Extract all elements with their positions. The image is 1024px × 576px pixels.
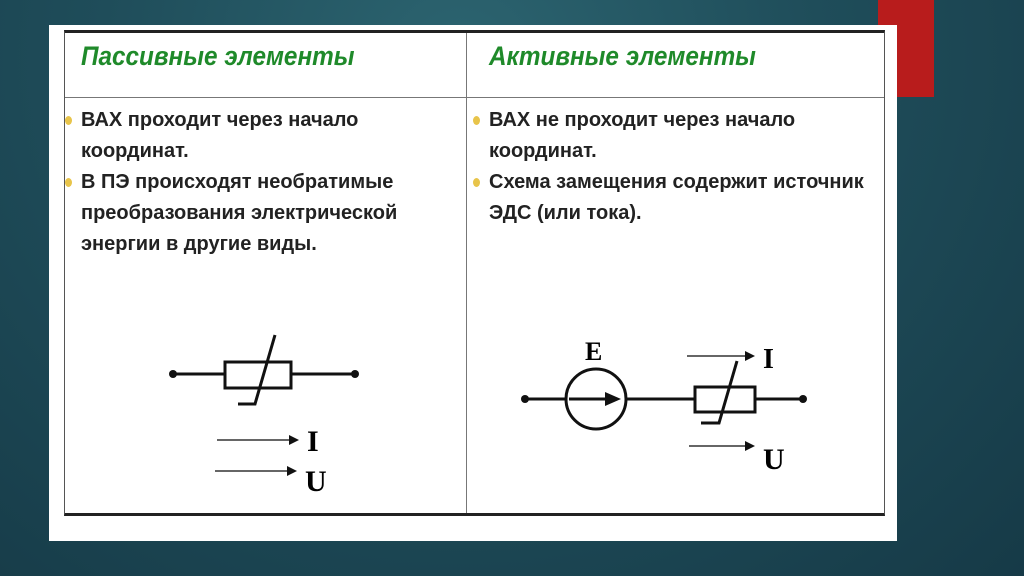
current-label: I: [307, 425, 319, 458]
bullet-text: Схема замещения содержит источник ЭДС (и…: [489, 171, 864, 224]
voltage-label: U: [305, 465, 327, 498]
slide-image: Пассивные элементы Активные элементы ВАХ…: [49, 25, 897, 541]
header-active: Активные элементы: [489, 41, 756, 71]
bullet-icon: [65, 178, 72, 187]
current-label: I: [763, 344, 774, 375]
bullet-item: В ПЭ происходят необратимые преобразован…: [65, 167, 453, 260]
header-passive: Пассивные элементы: [81, 41, 355, 71]
emf-label: E: [585, 337, 602, 366]
bullet-item: ВАХ не проходит через начало координат.: [473, 105, 871, 167]
voltage-label: U: [763, 443, 785, 476]
bullet-item: Схема замещения содержит источник ЭДС (и…: [473, 167, 871, 229]
nonlinear-resistor-diagram: I U: [169, 334, 359, 498]
bullet-icon: [65, 116, 72, 125]
column-divider: [466, 33, 467, 513]
bullet-icon: [473, 178, 480, 187]
bullet-item: ВАХ проходит через начало координат.: [65, 105, 453, 167]
active-element-diagram: E I U: [521, 337, 807, 476]
resistor-icon: [223, 360, 293, 390]
bullet-text: В ПЭ происходят необратимые преобразован…: [81, 171, 398, 255]
header-divider: [65, 97, 884, 98]
passive-bullets: ВАХ проходит через начало координат. В П…: [65, 105, 453, 260]
bullet-text: ВАХ не проходит через начало координат.: [489, 109, 796, 162]
bullet-text: ВАХ проходит через начало координат.: [81, 109, 359, 162]
active-bullets: ВАХ не проходит через начало координат. …: [473, 105, 871, 229]
comparison-table: Пассивные элементы Активные элементы ВАХ…: [64, 30, 885, 516]
bullet-icon: [473, 116, 480, 125]
